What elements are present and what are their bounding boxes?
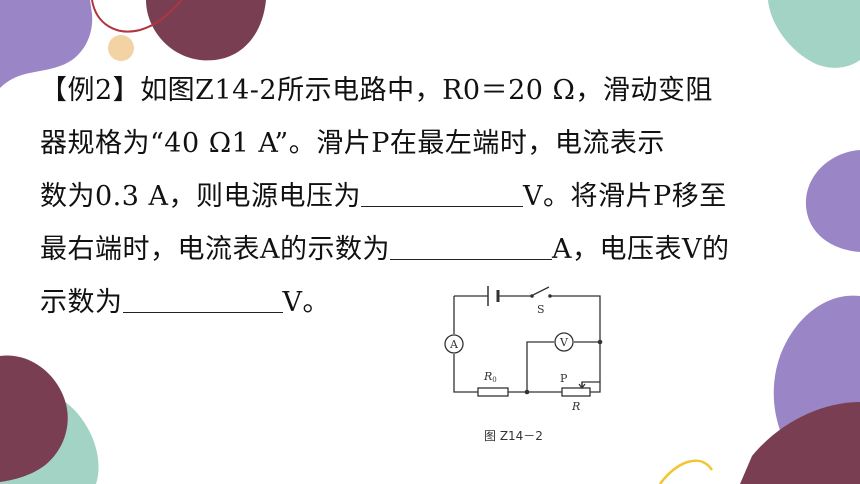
problem-text-segment: 器规格为“40 Ω1 A”。滑片P在最左端时，电流表示	[40, 128, 665, 159]
problem-text: 【例2】如图Z14-2所示电路中，R0＝20 Ω，滑动变阻 器规格为“40 Ω1…	[40, 64, 830, 329]
resistor-r0: R0	[477, 370, 509, 397]
answer-blank-voltage[interactable]	[361, 178, 524, 207]
yellow-curve-bottom	[658, 459, 714, 484]
wire-voltmeter-right	[574, 341, 601, 387]
maroon-blob-bottom-left	[0, 355, 68, 482]
problem-line-2: 器规格为“40 Ω1 A”。滑片P在最左端时，电流表示	[40, 117, 830, 170]
problem-line-3: 数为0.3 A，则电源电压为 V。将滑片P移至	[40, 170, 830, 223]
maroon-blob-bottom-right	[740, 402, 860, 484]
maroon-blob-top	[146, 0, 266, 61]
problem-text-segment: V。将滑片P移至	[523, 181, 727, 212]
problem-line-4: 最右端时，电流表A的示数为 A，电压表V的	[40, 223, 830, 276]
voltmeter-symbol: V	[554, 332, 574, 352]
wire-top-right	[550, 295, 601, 342]
circuit-diagram: S A V R0 P R 图 Z14－2	[444, 286, 603, 443]
rheostat-label: R	[571, 400, 580, 413]
junction-dot	[524, 389, 530, 395]
rheostat-symbol: P R	[560, 372, 591, 413]
answer-blank-voltmeter[interactable]	[122, 284, 283, 313]
switch-label: S	[537, 303, 545, 316]
peach-dot-top	[108, 35, 134, 61]
slider-label: P	[560, 372, 568, 385]
wire-bottom-right	[590, 382, 601, 393]
problem-text-segment: V。	[282, 287, 330, 318]
r0-label: R0	[483, 370, 497, 384]
teal-blob-top-right	[768, 0, 860, 68]
wire-voltmeter-left	[526, 341, 554, 392]
junction-dot	[597, 339, 603, 345]
purple-blob-right	[805, 150, 860, 252]
battery-symbol	[487, 286, 500, 306]
problem-text-segment: 如图Z14-2所示电路中，R0＝20 Ω，滑动变阻	[140, 75, 713, 106]
problem-text-segment: 最右端时，电流表A的示数为	[40, 234, 390, 265]
wire-left-bottom	[453, 354, 478, 393]
problem-line-1: 【例2】如图Z14-2所示电路中，R0＝20 Ω，滑动变阻	[40, 64, 830, 117]
slider-arrow	[578, 382, 586, 390]
figure-caption: 图 Z14－2	[484, 429, 543, 443]
ammeter-label: A	[449, 338, 459, 351]
problem-text-segment: 数为0.3 A，则电源电压为	[40, 181, 362, 212]
red-curve-top	[91, 0, 183, 33]
ammeter-symbol: A	[444, 334, 464, 354]
switch-symbol: S	[530, 286, 552, 316]
purple-blob-top-left	[0, 0, 93, 88]
problem-text-segment: 示数为	[40, 287, 123, 318]
answer-blank-current[interactable]	[390, 231, 552, 260]
voltmeter-label: V	[559, 336, 569, 349]
example-label: 【例2】	[40, 75, 141, 106]
problem-text-segment: A，电压表V的	[552, 234, 730, 265]
problem-line-5: 示数为 V。	[40, 276, 830, 329]
